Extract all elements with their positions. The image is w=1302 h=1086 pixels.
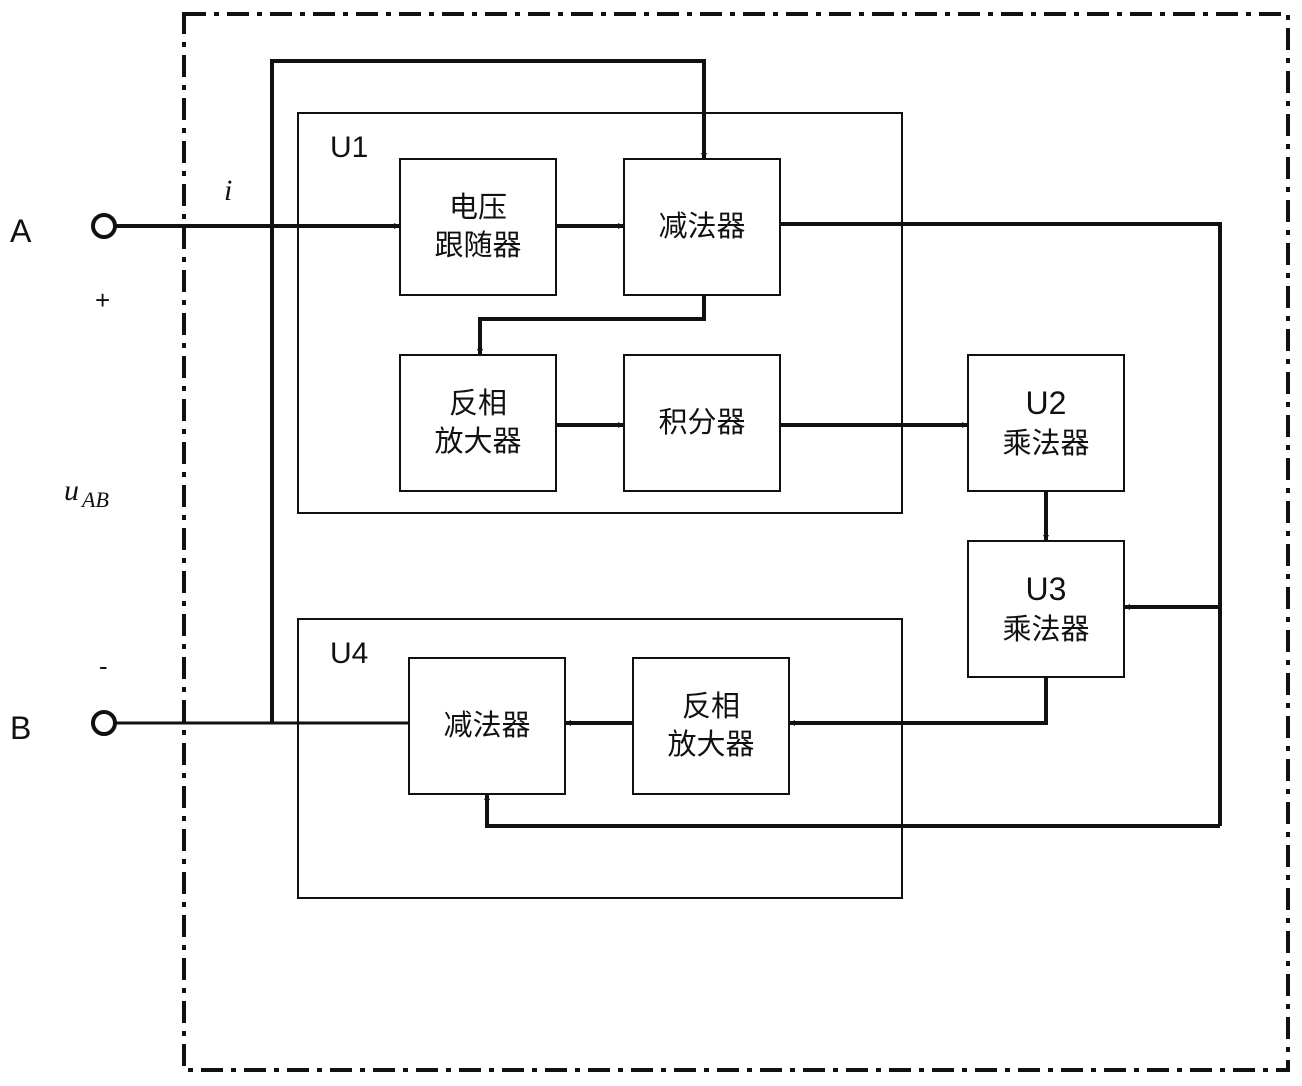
inverting-amp-1-text: 反相 放大器 xyxy=(400,355,556,491)
terminal-b-label: B xyxy=(10,710,31,747)
inverting-amp-2-text: 反相 放大器 xyxy=(633,658,789,794)
multiplier-u3-label: 乘法器 xyxy=(1002,611,1089,649)
voltage-follower-line1: 电压 xyxy=(449,189,507,227)
voltage-label: uAB xyxy=(64,474,109,513)
terminal-b-circle xyxy=(93,712,115,734)
multiplier-u2-text: U2 乘法器 xyxy=(968,355,1124,491)
plus-sign: + xyxy=(95,285,110,316)
inverting-amp-2-line1: 反相 xyxy=(682,688,740,726)
subtractor-2-text: 减法器 xyxy=(409,658,565,794)
inverting-amp-2-line2: 放大器 xyxy=(667,726,754,764)
module-u1-label: U1 xyxy=(330,131,368,165)
integrator-label: 积分器 xyxy=(658,404,745,442)
multiplier-u2-label: 乘法器 xyxy=(1002,425,1089,463)
multiplier-u2-id: U2 xyxy=(1026,383,1067,425)
multiplier-u3-text: U3 乘法器 xyxy=(968,541,1124,677)
subtractor-1-text: 减法器 xyxy=(624,159,780,295)
inverting-amp-1-line1: 反相 xyxy=(449,385,507,423)
wire-sub-output-bus xyxy=(780,224,1220,826)
subtractor-1-label: 减法器 xyxy=(658,208,745,246)
terminal-a-label: A xyxy=(10,213,31,250)
voltage-symbol: u xyxy=(64,474,79,507)
module-u4-label: U4 xyxy=(330,637,368,671)
current-label: i xyxy=(224,174,232,208)
module-u4-frame xyxy=(298,619,902,898)
subtractor-2-label: 减法器 xyxy=(443,707,530,745)
minus-sign: - xyxy=(99,651,108,682)
voltage-follower-line2: 跟随器 xyxy=(434,227,521,265)
multiplier-u3-id: U3 xyxy=(1026,569,1067,611)
voltage-follower-text: 电压 跟随器 xyxy=(400,159,556,295)
voltage-subscript: AB xyxy=(82,487,109,512)
integrator-text: 积分器 xyxy=(624,355,780,491)
inverting-amp-1-line2: 放大器 xyxy=(434,423,521,461)
wire-u3-to-invamp2 xyxy=(789,677,1046,723)
wire-bus-to-sub2 xyxy=(487,794,1220,826)
terminal-a-circle xyxy=(93,215,115,237)
module-u1-frame xyxy=(298,113,902,513)
wire-sub-to-invamp xyxy=(480,295,704,355)
